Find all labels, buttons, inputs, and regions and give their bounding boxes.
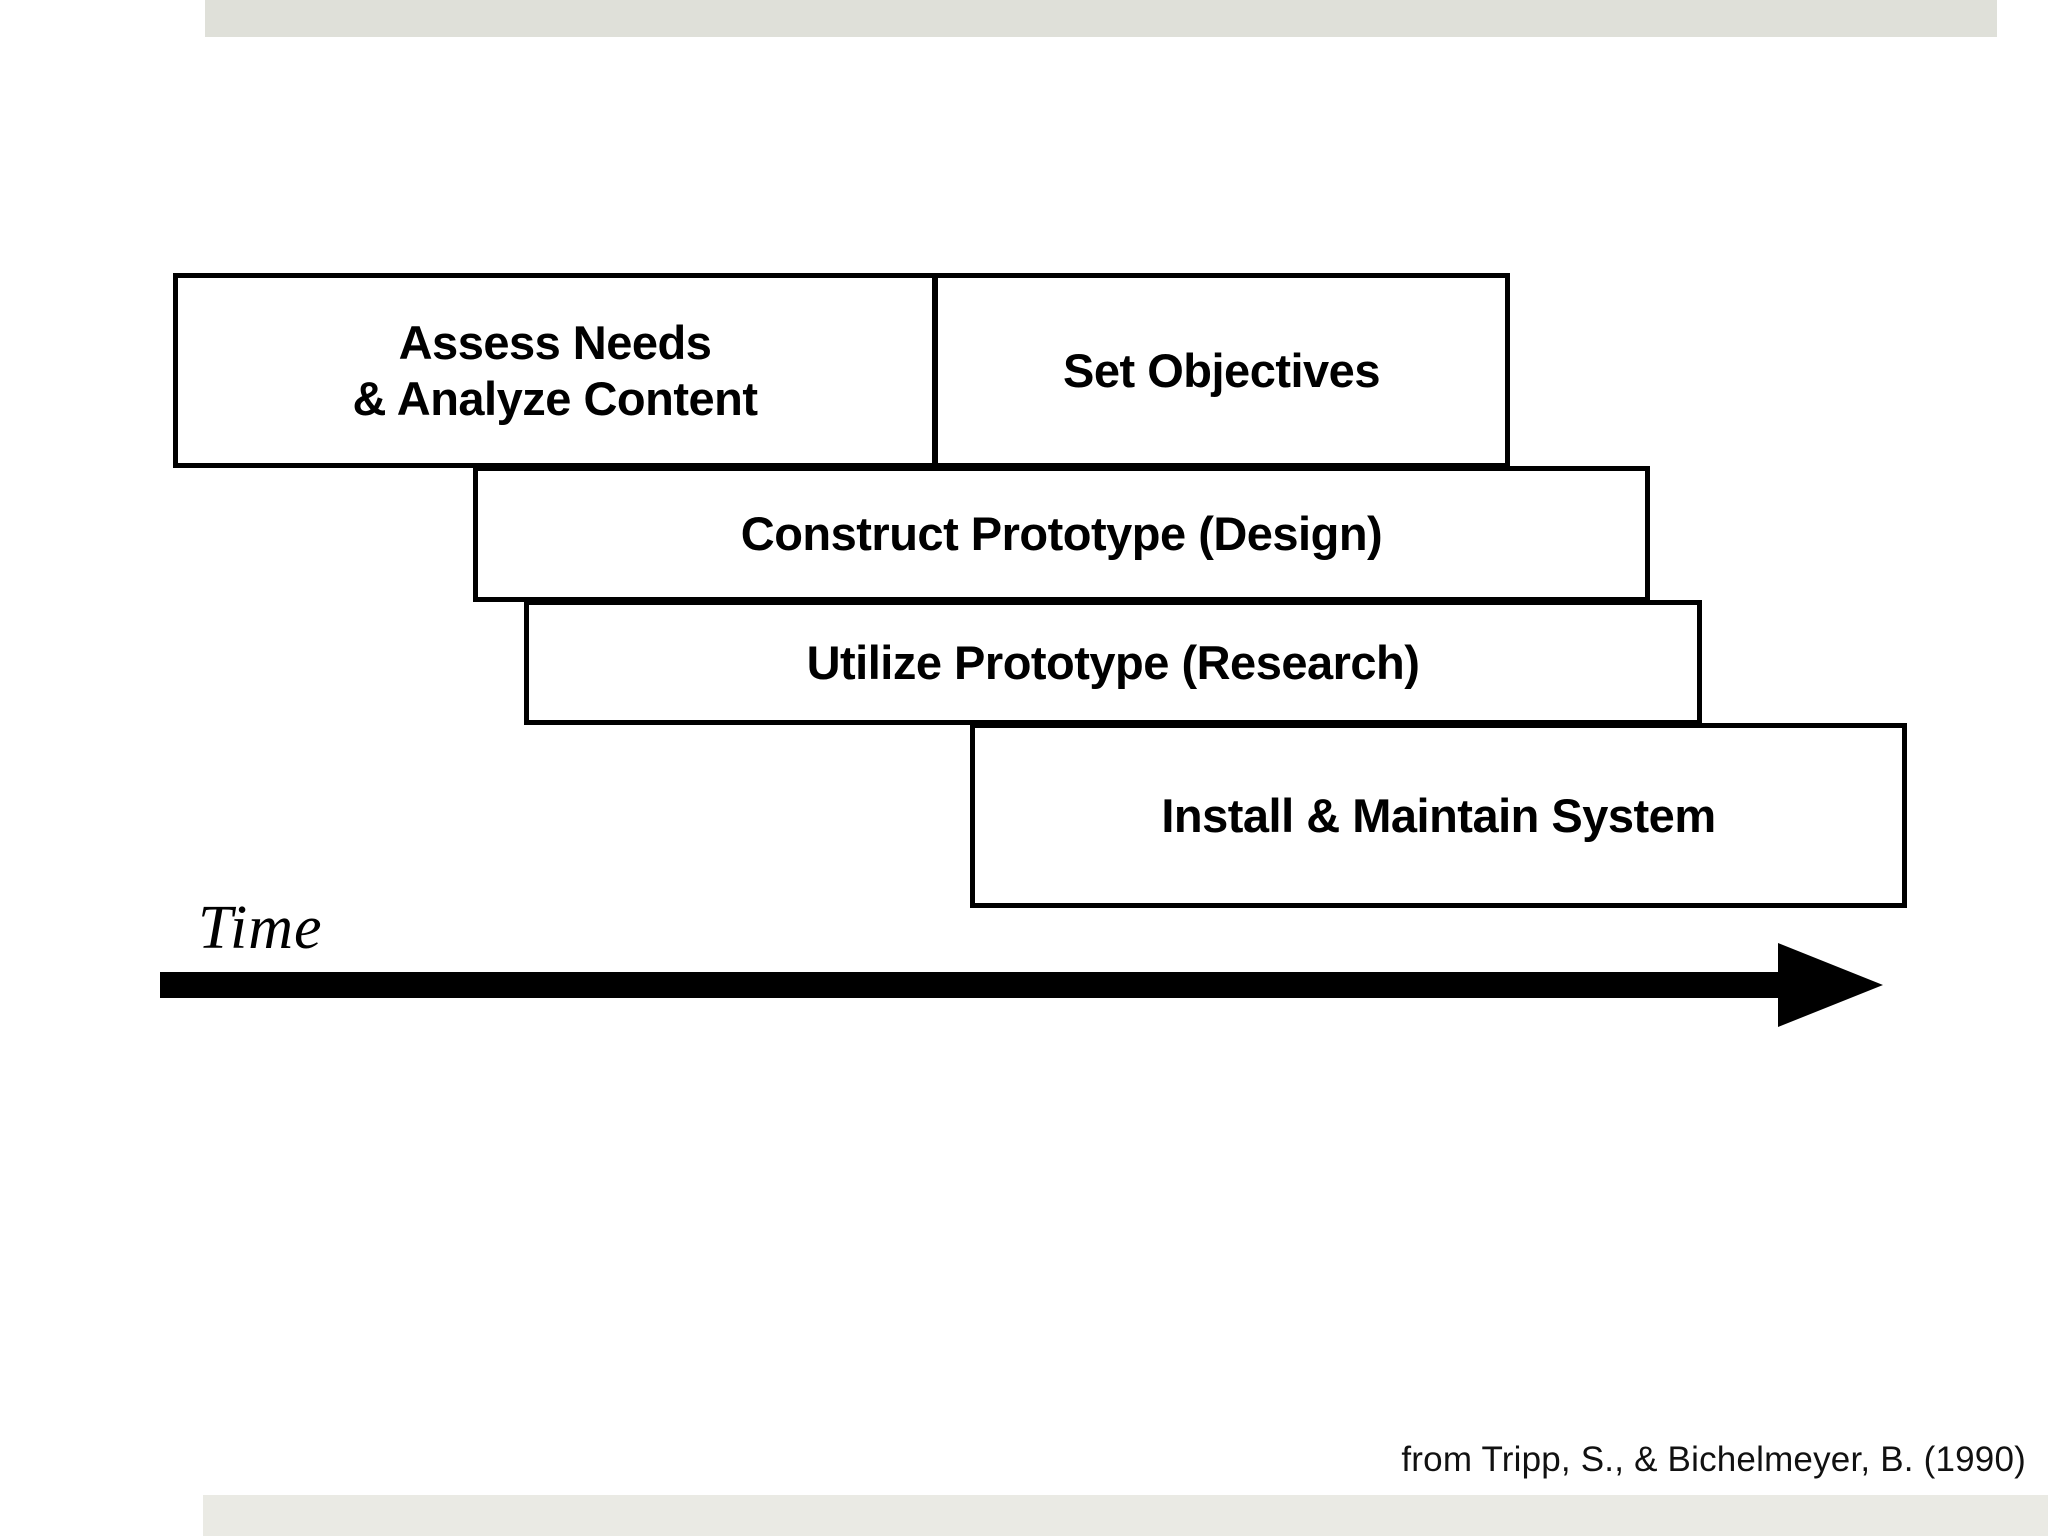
phase-box-construct-prototype: Construct Prototype (Design) [473, 466, 1650, 602]
phase-box-set-objectives: Set Objectives [933, 273, 1510, 468]
time-arrow-icon [160, 943, 1883, 1027]
attribution-text: from Tripp, S., & Bichelmeyer, B. (1990) [1401, 1440, 2026, 1479]
phase-box-assess-needs: Assess Needs & Analyze Content [173, 273, 937, 468]
slide-band-bottom [203, 1495, 2048, 1536]
phase-box-install-maintain: Install & Maintain System [970, 723, 1907, 908]
phase-box-utilize-prototype: Utilize Prototype (Research) [524, 600, 1702, 725]
time-axis-label: Time [198, 894, 323, 962]
slide-band-top [205, 0, 1997, 37]
